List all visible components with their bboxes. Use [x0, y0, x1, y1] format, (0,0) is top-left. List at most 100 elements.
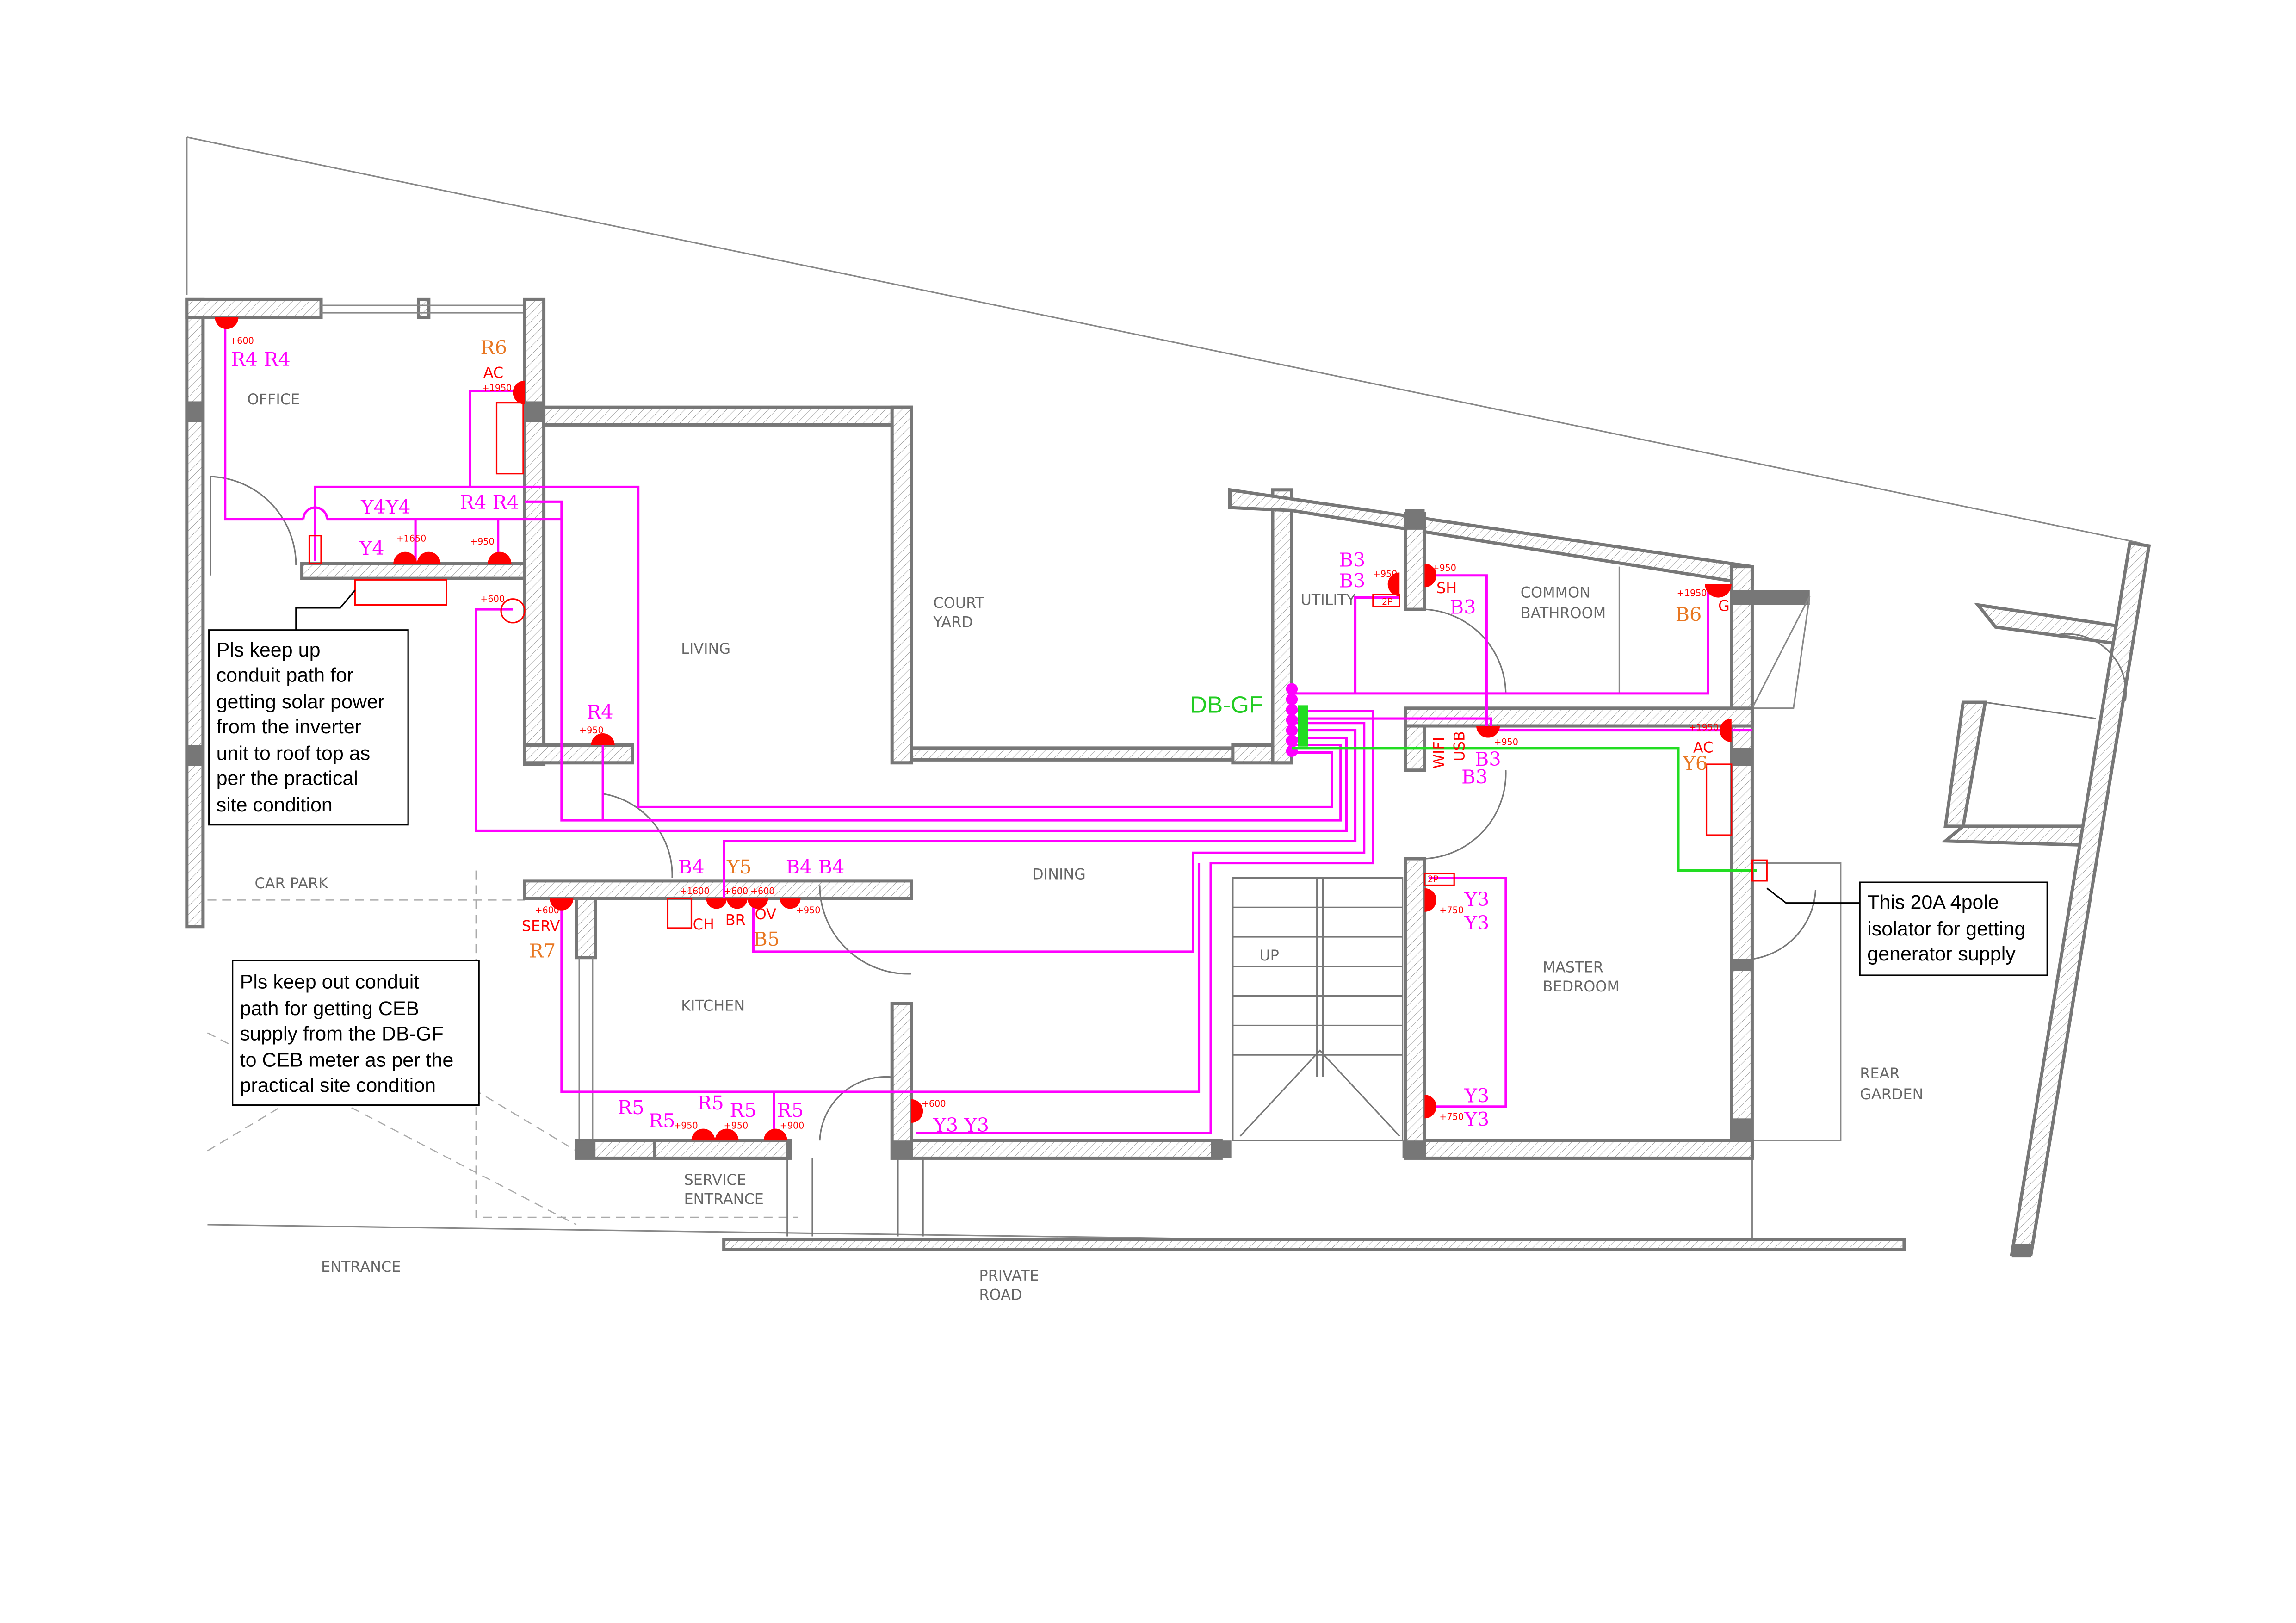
room-master-bedroom: MASTER — [1543, 959, 1603, 976]
height-label: +600 — [922, 1098, 946, 1109]
wifi-label: WIFI — [1430, 737, 1448, 769]
ac-label: AC — [483, 364, 504, 381]
height-label: +900 — [780, 1121, 805, 1131]
room-office: OFFICE — [248, 390, 300, 408]
circuit-label: B3 — [1461, 766, 1488, 788]
note-line: unit to roof top as — [217, 742, 371, 764]
note-line: supply from the DB-GF — [240, 1022, 444, 1045]
room-service-entrance: SERVICE — [684, 1171, 746, 1189]
room-court-yard: COURT — [933, 594, 984, 612]
ac-label: AC — [1693, 738, 1714, 756]
height-label: +600 — [480, 594, 505, 604]
circuit-labels: R4 R4 R6 Y4Y4 R4 R4 Y4 R4 B3 B3 B3 B6 B3… — [231, 336, 1708, 1136]
doors — [210, 476, 2127, 1237]
circuit-label: B5 — [753, 928, 780, 950]
circuit-label: Y4Y4 — [360, 496, 410, 518]
note-line: isolator for getting — [1867, 918, 2025, 940]
room-common-bathroom-2: BATHROOM — [1521, 604, 1606, 622]
staircase — [1232, 877, 1404, 1141]
serv-label: SERV — [522, 917, 560, 935]
room-dining: DINING — [1032, 866, 1086, 883]
circuit-label: B3 — [1339, 549, 1365, 571]
circuit-label: Y3 — [1464, 912, 1490, 934]
circuit-label: R5 — [618, 1096, 644, 1119]
circuit-label: Y6 — [1683, 753, 1708, 775]
circuit-label: Y5 — [726, 856, 752, 878]
room-entrance: ENTRANCE — [321, 1258, 401, 1276]
circuit-label: R4 R4 — [460, 491, 519, 514]
height-label: +600 — [229, 335, 254, 346]
circuit-label: Y4 — [359, 537, 384, 559]
height-label: +600 — [724, 886, 749, 897]
room-common-bathroom: COMMON — [1521, 584, 1590, 601]
height-label: +1950 — [1677, 588, 1707, 598]
note-line: path for getting CEB — [240, 997, 420, 1020]
g-label: G — [1718, 597, 1730, 614]
room-rear-garden: REAR — [1860, 1065, 1900, 1082]
height-label: +950 — [1432, 563, 1456, 573]
circuit-label: R5 — [697, 1092, 724, 1114]
room-master-bedroom-2: BEDROOM — [1543, 978, 1620, 995]
circuit-label: B3 — [1339, 570, 1365, 592]
circuit-label: R5 — [649, 1109, 675, 1132]
height-label: +1950 — [1689, 722, 1719, 733]
note-line: getting solar power — [217, 691, 385, 713]
height-label: +1650 — [396, 533, 427, 544]
circuit-label: B6 — [1676, 604, 1702, 626]
height-label: +1600 — [680, 886, 710, 897]
circuit-label: B3 — [1475, 748, 1501, 770]
note-line: per the practical — [217, 768, 358, 790]
stairs-up: UP — [1259, 947, 1279, 964]
note-line: Pls keep out conduit — [240, 971, 420, 993]
circuit-label: Y3 Y3 — [933, 1114, 989, 1136]
height-label: +950 — [674, 1121, 698, 1131]
height-label: +950 — [724, 1121, 749, 1131]
height-label: +950 — [1494, 737, 1518, 747]
circuit-label: R7 — [529, 940, 556, 962]
conduits — [224, 322, 1757, 1136]
ch-label: CH — [693, 916, 714, 933]
note-ceb-conduit: Pls keep out conduit path for getting CE… — [232, 960, 480, 1106]
circuit-label: B4 — [678, 856, 705, 878]
height-labels: +600 +1950 +1650 +950 +600 +950 +950 +95… — [229, 335, 1719, 1131]
note-line: site condition — [217, 794, 333, 816]
device-labels: AC SH G WIFI USB AC SERV CH BR OV 2P 2P — [483, 364, 1730, 935]
note-line: generator supply — [1867, 943, 2016, 965]
circuit-label: Y3 — [1464, 888, 1490, 911]
room-rear-garden-2: GARDEN — [1860, 1085, 1923, 1103]
db-gf-terminals — [1286, 683, 1298, 757]
br-label: BR — [725, 911, 746, 929]
site-boundary — [186, 136, 2141, 1240]
devices — [215, 317, 1768, 1141]
height-label: +750 — [1439, 1112, 1464, 1122]
note-line: to CEB meter as per the — [240, 1049, 454, 1072]
circuit-label: B4 B4 — [786, 856, 845, 878]
height-label: +750 — [1439, 905, 1464, 916]
note-solar-conduit: Pls keep up conduit path for getting sol… — [208, 589, 409, 826]
ov-label: OV — [755, 905, 777, 923]
room-court-yard-2: YARD — [933, 613, 972, 631]
two-pole-label: 2P — [1428, 874, 1439, 885]
note-line: conduit path for — [217, 664, 354, 686]
circuit-label: R4 R4 — [231, 348, 290, 371]
height-label: +950 — [579, 725, 604, 736]
note-line: This 20A 4pole — [1867, 891, 1999, 913]
height-label: +950 — [470, 536, 495, 547]
private-road-2: ROAD — [979, 1286, 1022, 1304]
note-generator-isolator: This 20A 4pole isolator for getting gene… — [1766, 881, 2048, 976]
circuit-label: R6 — [480, 336, 507, 359]
height-label: +950 — [1373, 569, 1398, 579]
walls — [185, 297, 2151, 1258]
note-line: from the inverter — [217, 716, 361, 738]
height-label: +600 — [750, 886, 775, 897]
room-kitchen: KITCHEN — [681, 997, 745, 1015]
circuit-label: Y3 — [1464, 1084, 1490, 1107]
height-label: +1950 — [482, 383, 512, 393]
room-living: LIVING — [681, 640, 730, 657]
height-label: +600 — [535, 905, 559, 916]
height-label: +950 — [796, 905, 821, 916]
db-gf-panel — [1298, 705, 1308, 747]
room-service-entrance-2: ENTRANCE — [684, 1190, 764, 1208]
usb-label: USB — [1451, 731, 1468, 761]
